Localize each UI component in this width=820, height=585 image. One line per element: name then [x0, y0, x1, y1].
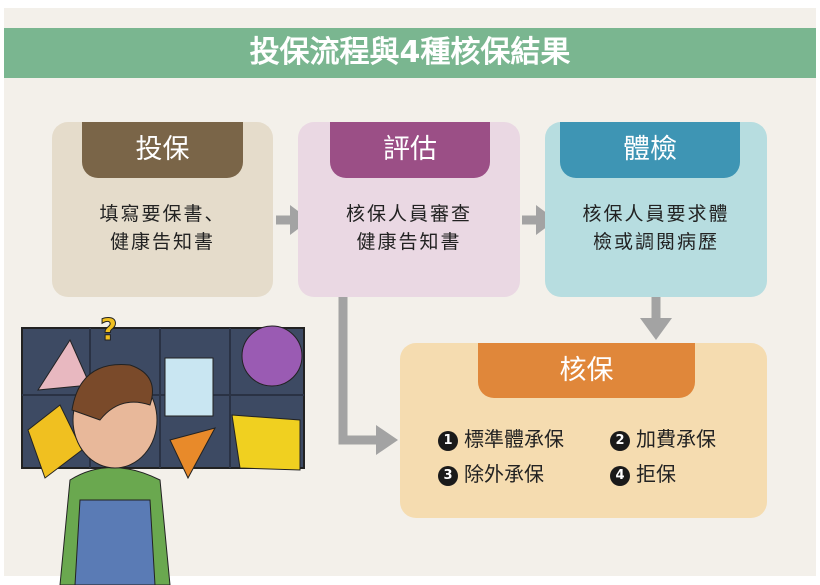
page-title: 投保流程與4種核保結果 [4, 28, 816, 78]
result-item: 4 拒保 [610, 458, 676, 487]
step-label: 體檢 [560, 122, 740, 178]
step-text: 檢或調閱病歷 [592, 231, 719, 253]
result-item: 2 加費承保 [610, 423, 716, 452]
step-text: 健康告知書 [109, 231, 215, 253]
number-badge: 3 [438, 466, 458, 486]
confused-person-illustration: ? [21, 313, 305, 585]
svg-text:?: ? [100, 313, 117, 348]
result-item: 3 除外承保 [438, 458, 544, 487]
step-apply: 投保 填寫要保書、健康告知書 [52, 122, 273, 297]
result-text: 拒保 [636, 462, 676, 486]
result-text: 除外承保 [464, 462, 544, 486]
underwriting-result: 核保 1 標準體承保 2 加費承保 3 除外承保 4 拒保 [400, 343, 767, 518]
number-badge: 4 [610, 466, 630, 486]
step-text: 健康告知書 [356, 231, 462, 253]
result-text: 標準體承保 [464, 427, 564, 451]
number-badge: 2 [610, 431, 630, 451]
result-text: 加費承保 [636, 427, 716, 451]
step-exam: 體檢 核保人員要求體檢或調閱病歷 [545, 122, 767, 297]
step-label: 評估 [330, 122, 490, 178]
result-label: 核保 [478, 343, 695, 398]
step-text: 填寫要保書、 [99, 203, 226, 225]
step-evaluate: 評估 核保人員審查健康告知書 [298, 122, 520, 297]
step-label: 投保 [82, 122, 243, 178]
step-text: 核保人員要求體 [582, 203, 730, 225]
step-text: 核保人員審查 [345, 203, 472, 225]
result-item: 1 標準體承保 [438, 423, 564, 452]
number-badge: 1 [438, 431, 458, 451]
